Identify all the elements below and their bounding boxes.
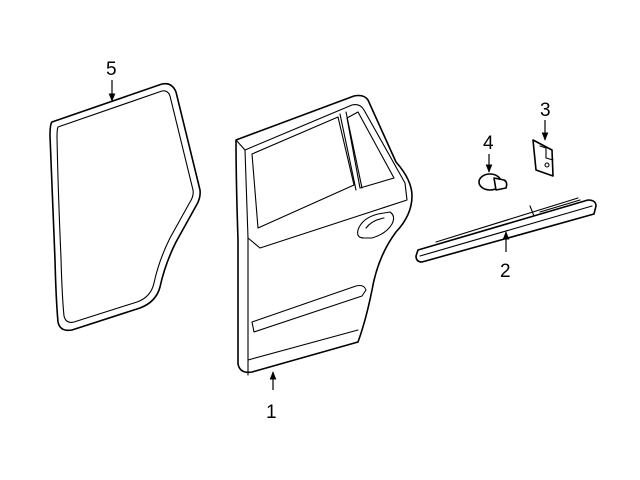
door-side-depth <box>235 139 249 376</box>
pin-shank <box>493 177 508 191</box>
window-glass-front <box>251 116 355 229</box>
clip-tab <box>539 145 554 161</box>
molding-ridge <box>435 197 581 243</box>
weatherstrip-outer <box>49 82 201 332</box>
callout-label-4: 4 <box>483 133 494 154</box>
rear-door-shell <box>235 94 413 376</box>
retainer-pin <box>478 173 508 191</box>
clip-hole <box>544 162 550 168</box>
lower-edge-line <box>247 329 359 361</box>
window-frame-outer <box>244 104 408 249</box>
callout-label-1: 1 <box>266 402 277 423</box>
body-side-groove <box>251 284 367 333</box>
door-handle-recess <box>357 211 395 239</box>
molding-edge <box>419 205 593 257</box>
callout-label-2: 2 <box>500 261 511 282</box>
door-outer-panel <box>235 94 413 374</box>
weatherstrip-inner <box>56 90 194 323</box>
callout-label-5: 5 <box>106 59 117 80</box>
window-divider <box>339 111 363 191</box>
belt-molding <box>415 197 597 263</box>
window-glass-rear <box>346 111 395 189</box>
door-weatherstrip <box>49 82 201 332</box>
clip-body <box>532 139 554 177</box>
door-handle <box>365 217 385 229</box>
molding-clip <box>532 139 554 177</box>
callout-label-3: 3 <box>540 100 551 121</box>
